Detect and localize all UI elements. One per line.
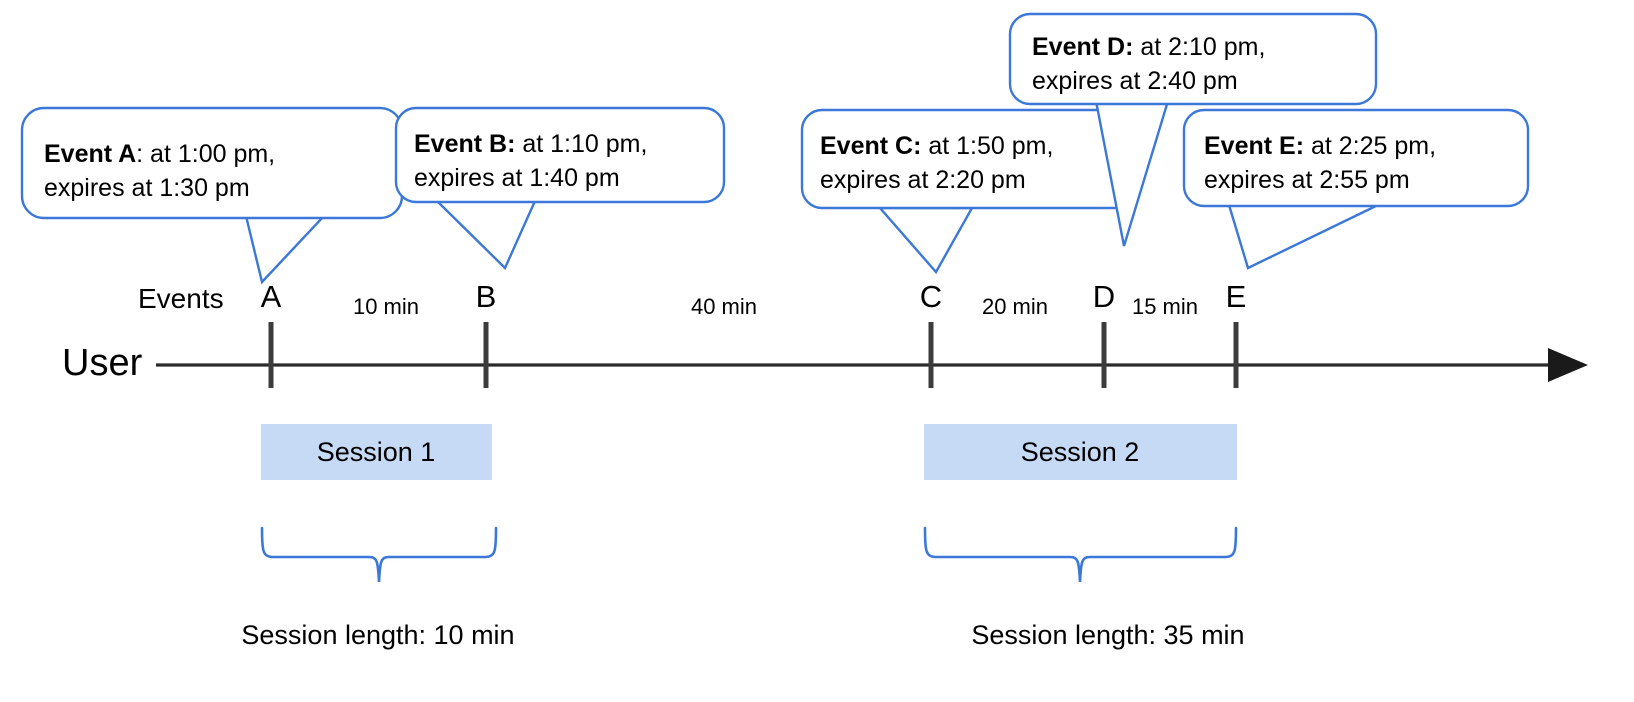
gap-label-bc: 40 min — [691, 294, 757, 319]
gap-label-de: 15 min — [1132, 294, 1198, 319]
callout-b-tail — [434, 199, 537, 271]
event-marker-a[interactable]: A — [261, 279, 282, 388]
session-2-label: Session 2 — [1021, 437, 1140, 467]
callout-a-tail — [244, 214, 327, 285]
session-2[interactable]: Session 2 — [924, 424, 1237, 480]
session-1[interactable]: Session 1 — [261, 424, 492, 480]
event-letter-a: A — [261, 279, 282, 314]
callout-a-line2: expires at 1:30 pm — [44, 174, 250, 202]
event-marker-d[interactable]: D — [1093, 279, 1115, 388]
brace-session-1 — [260, 526, 498, 583]
callout-b-box — [394, 106, 726, 204]
session-1-label: Session 1 — [317, 437, 436, 467]
callout-e-tail — [1227, 203, 1379, 270]
callout-event-a[interactable]: Event A: at 1:00 pm, expires at 1:30 pm — [20, 106, 404, 285]
callout-c-tail — [877, 206, 975, 275]
callout-c-line2: expires at 2:20 pm — [820, 166, 1026, 194]
session-2-length: Session length: 35 min — [971, 620, 1244, 650]
event-letter-d: D — [1093, 279, 1115, 314]
callout-b-line2: expires at 1:40 pm — [414, 164, 620, 192]
callout-e-line1: Event E: at 2:25 pm, — [1204, 132, 1436, 160]
callout-d-line2: expires at 2:40 pm — [1032, 67, 1238, 95]
brace-session-2 — [923, 526, 1238, 583]
session-2-box — [924, 424, 1237, 480]
callout-e-line2: expires at 2:55 pm — [1204, 166, 1410, 194]
callout-event-e[interactable]: Event E: at 2:25 pm, expires at 2:55 pm — [1182, 108, 1530, 270]
callout-event-d[interactable]: Event D: at 2:10 pm, expires at 2:40 pm — [1008, 12, 1378, 247]
event-marker-b[interactable]: B — [476, 279, 497, 388]
events-label: Events — [138, 283, 224, 314]
callout-event-c[interactable]: Event C: at 1:50 pm, expires at 2:20 pm — [800, 108, 1136, 275]
callout-c-line1: Event C: at 1:50 pm, — [820, 132, 1053, 160]
gap-label-ab: 10 min — [353, 294, 419, 319]
callout-a-line1: Event A: at 1:00 pm, — [44, 140, 275, 168]
callout-d-box — [1008, 12, 1378, 106]
event-marker-c[interactable]: C — [920, 279, 942, 388]
event-marker-e[interactable]: E — [1226, 279, 1247, 388]
event-letter-b: B — [476, 279, 497, 314]
session-1-length: Session length: 10 min — [241, 620, 514, 650]
callout-b-line1: Event B: at 1:10 pm, — [414, 130, 647, 158]
callout-event-b[interactable]: Event B: at 1:10 pm, expires at 1:40 pm — [394, 106, 726, 271]
event-letter-c: C — [920, 279, 942, 314]
axis-row-label: User — [62, 342, 143, 384]
event-letter-e: E — [1226, 279, 1247, 314]
axis-arrowhead — [1548, 348, 1588, 382]
session-1-box — [261, 424, 492, 480]
callout-e-box — [1182, 108, 1530, 208]
callout-d-line1: Event D: at 2:10 pm, — [1032, 33, 1265, 61]
gap-label-cd: 20 min — [982, 294, 1048, 319]
